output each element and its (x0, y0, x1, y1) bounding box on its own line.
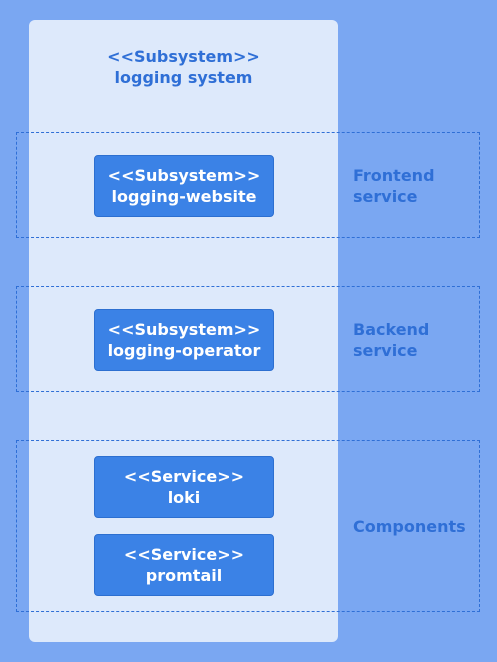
node-name: promtail (145, 566, 223, 585)
node-promtail[interactable]: <<Service>> promtail (94, 534, 274, 596)
components-group (16, 440, 480, 612)
node-stereotype: <<Service>> (123, 467, 245, 486)
system-name: logging system (114, 68, 253, 87)
node-name: logging-operator (107, 341, 261, 360)
node-loki[interactable]: <<Service>> loki (94, 456, 274, 518)
node-logging-operator[interactable]: <<Subsystem>> logging-operator (94, 309, 274, 371)
node-stereotype: <<Service>> (123, 545, 245, 564)
system-title: <<Subsystem>> logging system (29, 46, 338, 88)
frontend-service-label: Frontend service (353, 166, 435, 206)
node-name: loki (167, 488, 201, 507)
components-label: Components (353, 517, 466, 536)
node-name: logging-website (111, 187, 257, 206)
node-stereotype: <<Subsystem>> (107, 320, 261, 339)
node-stereotype: <<Subsystem>> (107, 166, 261, 185)
backend-service-group (16, 286, 480, 392)
system-stereotype: <<Subsystem>> (107, 47, 260, 66)
frontend-service-group (16, 132, 480, 238)
backend-service-label: Backend service (353, 320, 430, 360)
node-logging-website[interactable]: <<Subsystem>> logging-website (94, 155, 274, 217)
